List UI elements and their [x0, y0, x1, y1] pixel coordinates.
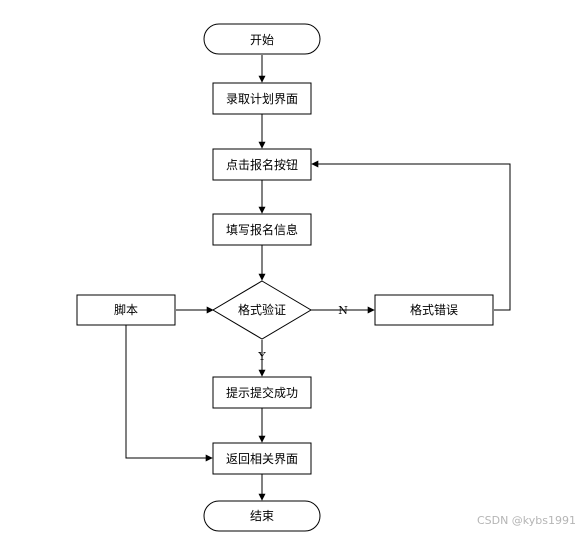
node-fill-signup-info-label: 填写报名信息: [226, 222, 298, 237]
node-click-signup-button-label: 点击报名按钮: [226, 157, 298, 172]
edge-label-no: N: [338, 304, 348, 317]
node-start: 开始: [203, 23, 321, 55]
edges: [125, 55, 511, 501]
node-format-check: 格式验证: [212, 280, 312, 340]
edge-script-to-return: [125, 325, 213, 462]
node-open-plan-page-label: 录取计划界面: [226, 92, 298, 106]
node-open-plan-page: 录取计划界面: [212, 82, 312, 115]
node-format-error: 格式错误: [374, 294, 494, 326]
edge-error-back-to-click: [311, 160, 511, 311]
node-format-error-label: 格式错误: [410, 302, 458, 317]
node-prompt-submit-success: 提示提交成功: [212, 376, 312, 409]
node-script-label: 脚本: [114, 302, 138, 317]
node-end: 结束: [203, 500, 321, 532]
node-return-related-page: 返回相关界面: [212, 442, 312, 475]
edge-label-yes: Y: [257, 350, 266, 363]
node-start-label: 开始: [250, 33, 274, 47]
watermark: CSDN @kybs1991: [476, 514, 576, 527]
node-fill-signup-info: 填写报名信息: [212, 213, 312, 246]
node-click-signup-button: 点击报名按钮: [212, 148, 312, 181]
node-prompt-submit-success-label: 提示提交成功: [226, 385, 298, 400]
node-format-check-label: 格式验证: [238, 302, 286, 317]
node-return-related-page-label: 返回相关界面: [226, 452, 298, 466]
node-script: 脚本: [76, 294, 176, 326]
node-end-label: 结束: [250, 509, 274, 523]
